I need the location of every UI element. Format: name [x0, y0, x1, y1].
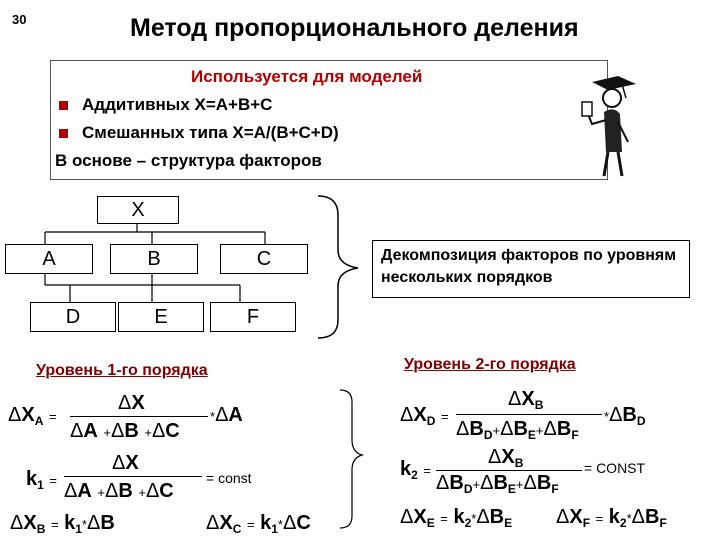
formula-dxd-num: ΔXB: [508, 388, 544, 412]
formula-dxb: ΔXB = k1*ΔB: [10, 512, 115, 536]
formula-dxa-num: ΔX: [118, 392, 145, 414]
formula-dxd-lhs: ΔXD =: [400, 404, 449, 428]
formula-dxd-factor: *ΔBD: [604, 404, 646, 428]
bullet-text: Смешанных типа X=A/(B+C+D): [82, 123, 339, 142]
professor-icon: [581, 76, 636, 177]
fraction-line: [70, 416, 208, 417]
bullet-text: Аддитивных X=A+B+C: [82, 95, 273, 114]
fraction-line: [456, 414, 602, 415]
decomposition-note: Декомпозиция факторов по уровням несколь…: [372, 240, 690, 298]
info-box: Используется для моделей Аддитивных X=A+…: [50, 60, 608, 180]
formula-dxa-lhs: ΔXA =: [8, 404, 57, 428]
formula-dxc: ΔXC = k1*ΔC: [206, 512, 311, 536]
formula-k1-const: = const: [206, 470, 252, 486]
bullet-item-mixed: Смешанных типа X=A/(B+C+D): [59, 123, 339, 143]
node-a: A: [5, 244, 93, 274]
formula-dxf: ΔXF = k2*ΔBF: [556, 506, 667, 530]
bullet-item-additive: Аддитивных X=A+B+C: [59, 95, 272, 115]
bullet-icon: [59, 101, 68, 111]
formula-k1-lhs: k1 =: [26, 468, 57, 492]
info-heading: Используется для моделей: [191, 67, 423, 86]
formula-dxa-den: ΔA +ΔB +ΔC: [70, 420, 180, 442]
node-f: F: [210, 302, 296, 332]
formula-k2-den: ΔBD+ΔBE+ΔBF: [436, 472, 559, 496]
level1-label: Уровень 1-го порядка: [36, 362, 208, 379]
page-title: Метод пропорционального деления: [130, 14, 579, 42]
fraction-line: [436, 470, 582, 471]
node-e: E: [118, 302, 204, 332]
bullet-icon: [59, 129, 68, 139]
formula-k2-lhs: k2 =: [400, 458, 431, 482]
formula-dxa-factor: *ΔA: [210, 404, 243, 426]
node-d: D: [30, 302, 116, 332]
formula-dxe: ΔXE = k2*ΔBE: [400, 506, 513, 530]
level2-label: Уровень 2-го порядка: [404, 356, 576, 373]
formula-k1-den: ΔA +ΔB +ΔC: [64, 480, 174, 502]
basis-text: В основе – структура факторов: [55, 151, 322, 170]
formula-k2-num: ΔXB: [488, 446, 524, 470]
formula-k2-const: = CONST: [584, 460, 646, 476]
formula-k1-num: ΔX: [112, 452, 139, 474]
node-c: C: [220, 244, 308, 274]
node-b: B: [110, 244, 198, 274]
fraction-line: [64, 476, 202, 477]
formula-dxd-den: ΔBD+ΔBE+ΔBF: [456, 418, 579, 442]
node-x: X: [97, 196, 179, 224]
slide-number: 30: [12, 12, 27, 27]
